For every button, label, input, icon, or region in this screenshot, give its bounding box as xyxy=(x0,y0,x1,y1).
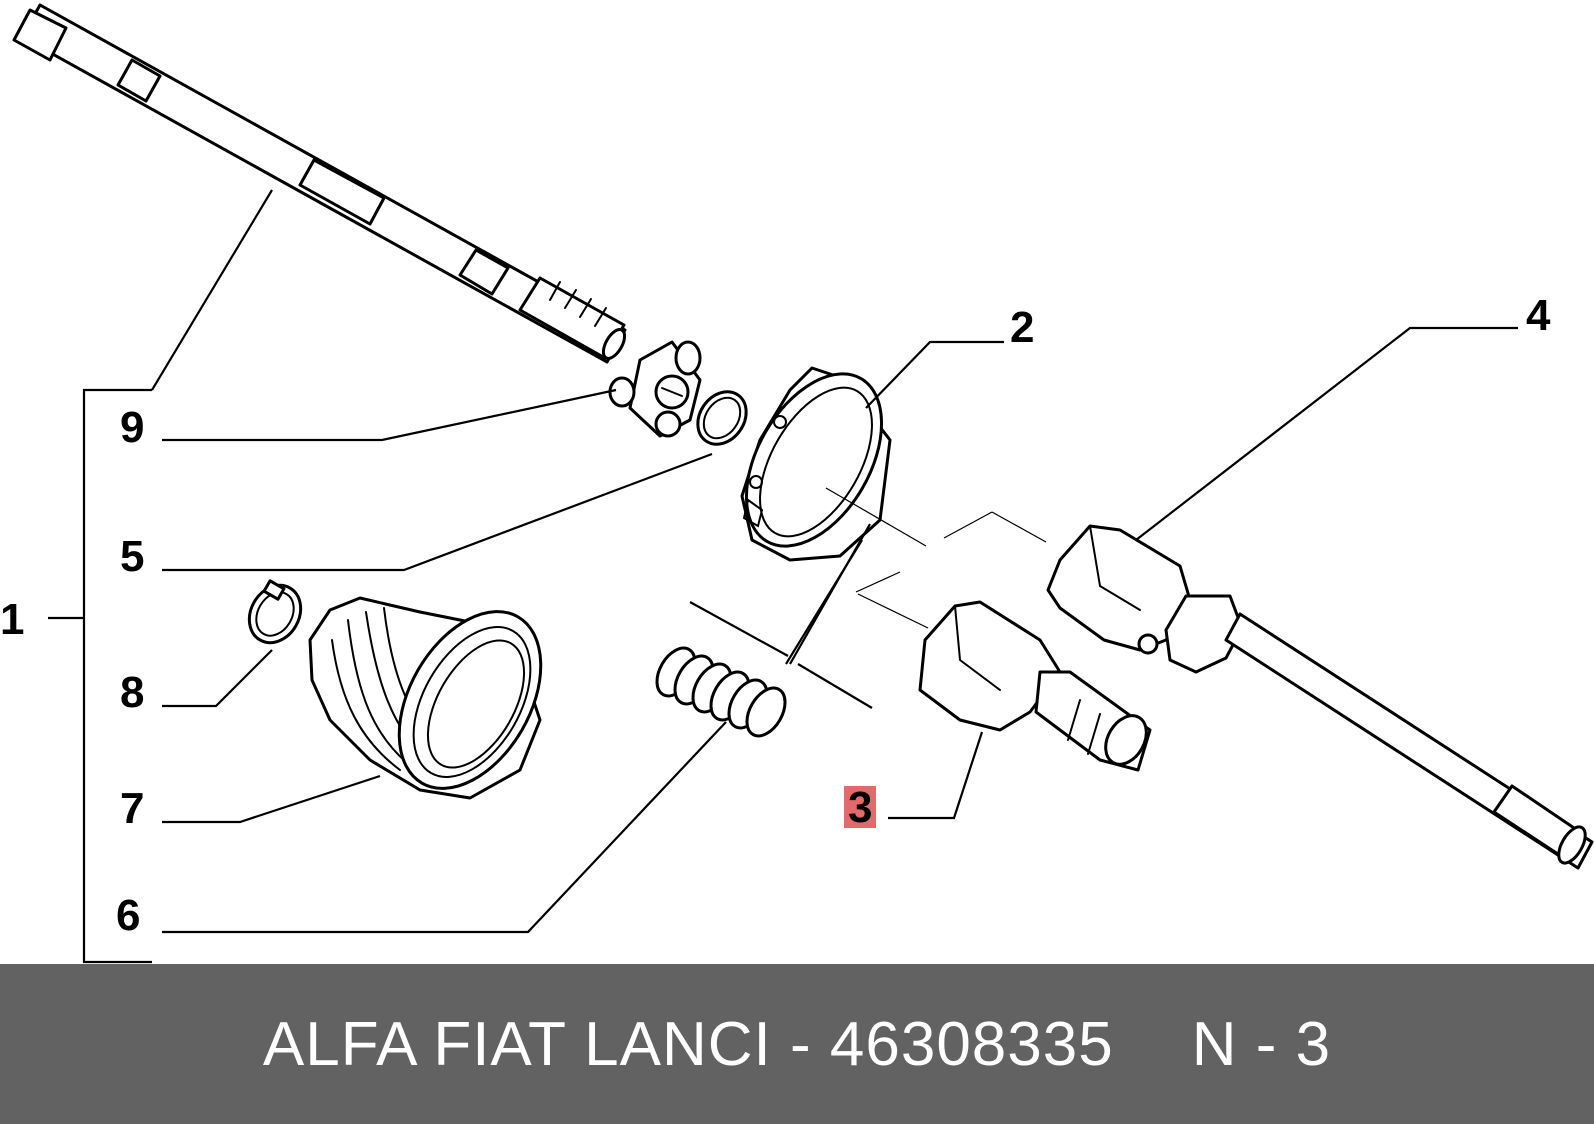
callouts: 1 9 5 8 7 6 2 4 3 xyxy=(0,291,1551,940)
brand-part-number: ALFA FIAT LANCI - 46308335 xyxy=(262,1009,1114,1079)
exploded-parts-diagram: 1 9 5 8 7 6 2 4 3 xyxy=(0,3,1594,964)
tripod-spider xyxy=(608,340,702,438)
callout-9: 9 xyxy=(120,403,144,452)
callout-7: 7 xyxy=(120,784,144,833)
diagram-reference: N - 3 xyxy=(1191,1009,1332,1079)
axle-with-joint xyxy=(1046,524,1594,870)
footer-bar: ALFA FIAT LANCI - 46308335 N - 3 xyxy=(0,964,1594,1124)
callout-3-highlight xyxy=(844,786,876,828)
callout-3: 3 xyxy=(848,783,872,832)
hose-clamp xyxy=(247,579,303,645)
long-shaft xyxy=(12,3,627,364)
callout-4: 4 xyxy=(1526,291,1551,340)
callout-6: 6 xyxy=(116,891,140,940)
callout-1: 1 xyxy=(0,595,24,644)
deflector-cover xyxy=(740,366,892,562)
alignment-lines xyxy=(689,487,1047,709)
callout-2: 2 xyxy=(1010,303,1034,352)
leader-lines xyxy=(48,189,1518,964)
joint-housing-short xyxy=(918,600,1152,772)
circlip xyxy=(696,390,748,446)
rubber-boot xyxy=(308,596,543,800)
callout-5: 5 xyxy=(120,532,144,581)
callout-8: 8 xyxy=(120,668,144,717)
spring xyxy=(655,646,787,738)
